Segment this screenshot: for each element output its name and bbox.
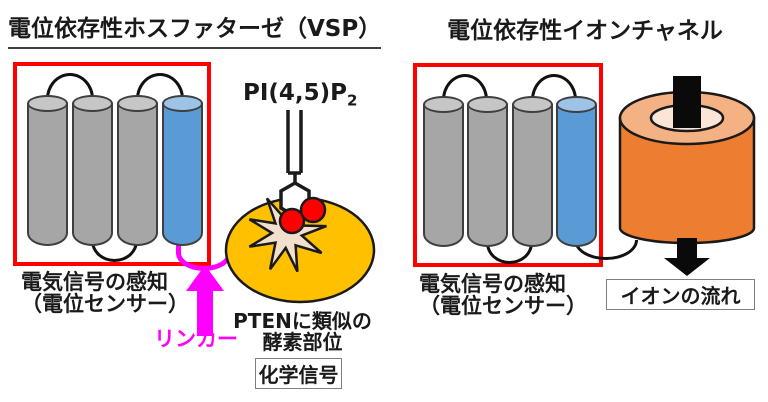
cylinder-top-ellipse: [117, 95, 158, 112]
left-sensor-caption: 電気信号の感知 （電位センサー）: [21, 271, 189, 315]
phosphate-dot-1: [278, 207, 306, 235]
right-title: 電位依存性イオンチャネル: [420, 11, 750, 45]
cylinder-body: [27, 103, 68, 246]
cylinder-top-ellipse: [556, 96, 597, 113]
left-helix-cylinder-2: [72, 95, 113, 246]
left-sensor-caption-line1: 電気信号の感知: [21, 270, 168, 294]
cylinder-body: [556, 104, 597, 247]
cylinder-top-ellipse: [467, 96, 508, 113]
ion-outflow-arrow-shaft: [677, 238, 697, 260]
right-helix-cylinder-1: [423, 96, 464, 247]
pip2-label-subscript: 2: [347, 91, 358, 110]
phosphate-dot-2: [299, 196, 327, 224]
cylinder-body: [512, 104, 553, 247]
cylinder-top-ellipse: [162, 95, 203, 112]
ion-flow-box: イオンの流れ: [606, 279, 755, 310]
cylinder-top-ellipse: [512, 96, 553, 113]
ion-channel-graphic: [618, 76, 756, 276]
right-title-text: 電位依存性イオンチャネル: [447, 18, 723, 44]
left-title-text: 電位依存性ホスファターゼ（VSP）: [8, 9, 382, 49]
cylinder-top-ellipse: [27, 95, 68, 112]
linker-label: リンカー: [154, 327, 238, 351]
right-sensor-caption-line2: （電位センサー）: [419, 294, 587, 318]
pip2-lipid-tails: [286, 110, 303, 183]
linker-arrow-head: [186, 265, 224, 291]
right-sensor-caption: 電気信号の感知 （電位センサー）: [419, 273, 587, 317]
chemical-signal-box: 化学信号: [255, 358, 342, 389]
cylinder-top-ellipse: [72, 95, 113, 112]
ion-inflow-arrow: [673, 76, 701, 128]
left-voltage-sensor-outline-box: [13, 62, 211, 266]
pip2-label-base: PI(4,5)P: [243, 80, 348, 106]
cylinder-body: [117, 103, 158, 246]
right-helix-cylinder-2: [467, 96, 508, 247]
enzyme-caption-line2: 酵素部位: [262, 330, 343, 354]
right-helix-cylinder-3: [512, 96, 553, 247]
enzyme-caption: PTENに類似の 酵素部位: [225, 311, 380, 353]
cylinder-top-ellipse: [423, 96, 464, 113]
left-title: 電位依存性ホスファターゼ（VSP）: [8, 9, 382, 49]
right-sensor-caption-line1: 電気信号の感知: [419, 272, 566, 296]
cylinder-body: [467, 104, 508, 247]
right-voltage-sensor-outline-box: [413, 63, 603, 267]
enzyme-domain-graphic: [224, 110, 376, 304]
linker-arrow-shaft: [197, 289, 213, 336]
ion-outflow-arrow-head: [664, 258, 710, 276]
left-helix-cylinder-3: [117, 95, 158, 246]
right-helix-cylinder-4-blue: [556, 96, 597, 247]
left-helix-cylinder-4-blue: [162, 95, 203, 246]
cylinder-body: [423, 104, 464, 247]
left-sensor-caption-line2: （電位センサー）: [21, 292, 189, 316]
cylinder-body: [162, 103, 203, 246]
enzyme-caption-line1: PTENに類似の: [233, 309, 372, 333]
left-helix-cylinder-1: [27, 95, 68, 246]
cylinder-body: [72, 103, 113, 246]
pip2-label: PI(4,5)P2: [243, 80, 357, 110]
